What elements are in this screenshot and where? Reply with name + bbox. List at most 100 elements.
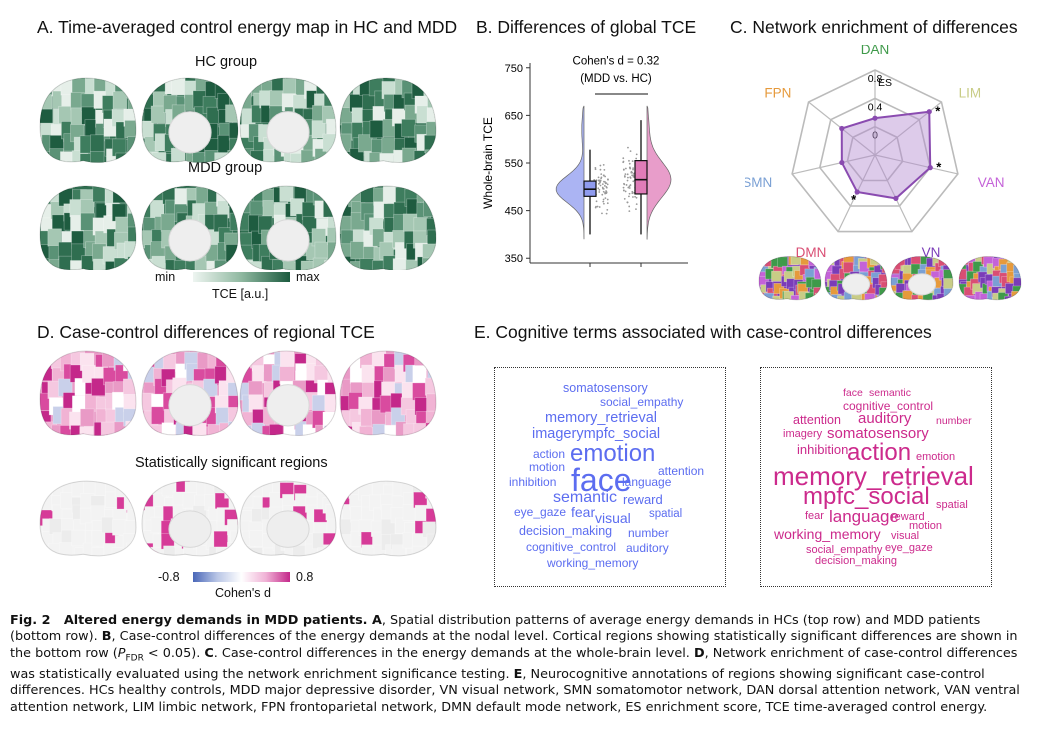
hc-group-label: HC group [195,54,258,70]
cohens-d-colorbar-min-label: -0.8 [158,570,180,584]
data-point-mdd [624,173,627,176]
data-point-hc [606,198,609,201]
data-point-hc [605,186,608,188]
data-point-mdd [635,153,638,156]
data-point-mdd [623,182,625,185]
cohens-d-colorbar-title: Cohen's d [215,586,271,600]
radar-point-van [927,165,933,171]
data-point-hc [605,212,608,215]
panel-a-brain-maps [39,77,437,270]
radar-ring-label: 0.4 [868,101,883,113]
significant-brain-view-3 [239,480,337,557]
lower-word: attention [658,464,705,478]
higher-word: face [843,387,863,399]
higher-word: reward [891,511,925,523]
data-point-mdd [628,166,631,169]
mdd-brain-view-1 [39,185,137,270]
data-point-hc [602,187,605,190]
data-point-hc [605,191,608,194]
data-point-mdd [634,195,636,198]
radar-axis-title: ES [878,77,892,89]
higher-word: somatosensory [827,425,929,442]
data-point-mdd [622,160,625,163]
data-point-mdd [626,173,629,176]
panel-a-title: A. Time-averaged control energy map in H… [37,17,458,37]
data-point-hc [607,178,609,181]
data-point-mdd [626,179,629,182]
higher-word: number [936,415,972,427]
data-point-hc [606,183,609,186]
caption-p-sub: FDR [125,653,144,664]
data-point-mdd [622,186,625,189]
data-point-mdd [627,146,629,149]
data-point-mdd [627,176,629,179]
cohens-d-brain-view-3 [239,350,337,437]
data-point-hc [602,200,605,203]
data-point-mdd [629,150,632,152]
data-point-hc [601,193,604,196]
caption-fig-label: Fig. 2 [10,613,51,628]
data-point-mdd [622,157,625,160]
higher-word: action [847,439,912,466]
significant-brain-view-1 [39,480,137,557]
data-point-mdd [628,195,630,198]
cohens-d-colorbar [193,572,290,582]
data-point-hc [594,168,597,171]
data-point-mdd [628,185,631,188]
comparison-annotation: (MDD vs. HC) [580,73,652,85]
data-point-hc [601,186,604,189]
radar-grid-ring [791,69,959,233]
data-point-mdd [623,197,626,200]
caption-text-a: , Spatial distribution patterns of avera… [10,613,981,645]
data-point-mdd [635,196,638,199]
data-point-mdd [632,180,635,183]
significance-marker: * [851,192,857,207]
data-point-hc [598,179,601,182]
data-point-hc [605,182,608,185]
y-tick-label: 350 [505,253,523,265]
higher-word: semantic [869,387,912,399]
radar-data-polygon [840,110,932,200]
data-point-mdd [631,174,634,177]
cohens-d-brain-view-1 [39,350,137,437]
significant-brain-view-4 [339,480,437,557]
lower-word: semantic [553,489,618,506]
parcellation-brain-view-3 [890,256,954,301]
panel-e-title: E. Cognitive terms associated with case-… [474,322,932,342]
higher-word: cognitive_control [843,399,934,413]
data-point-hc [601,212,603,215]
lower-word: social_empathy [600,395,684,409]
y-tick-label: 750 [505,63,523,75]
data-point-hc [604,181,606,183]
hc-brain-view-3 [239,77,337,164]
higher-word: language [829,507,899,526]
panel-d-brain-maps [39,350,437,557]
box-mdd [634,160,648,195]
radar-point-dmn [854,189,860,195]
higher-word: imagery [783,428,823,440]
higher-word: social_empathy [806,544,883,556]
lower-word: decision_making [519,524,613,538]
lower-word: emotion [570,440,656,467]
radar-grid-ring [846,125,904,182]
data-point-hc [598,188,601,191]
parcellation-brain-view-2 [824,256,888,301]
data-point-hc [602,174,605,177]
data-point-mdd [628,192,631,195]
parcellation-brain-view-4 [958,256,1022,301]
data-point-hc [598,206,601,208]
data-point-mdd [623,175,626,177]
data-point-hc [597,187,600,190]
radar-ring-label: 0.8 [868,73,883,85]
lower-word: fear [571,504,596,520]
cohens-d-colorbar-max-label: 0.8 [296,570,314,584]
network-parcellation-brains [758,256,1022,301]
lower-word: memory_retrieval [545,410,657,426]
higher-word: memory_retrieval [773,461,974,491]
data-point-mdd [632,173,635,175]
radar-point-vn [893,195,899,201]
caption-p-rest: < 0.05). [143,645,205,661]
data-point-hc [602,163,605,166]
